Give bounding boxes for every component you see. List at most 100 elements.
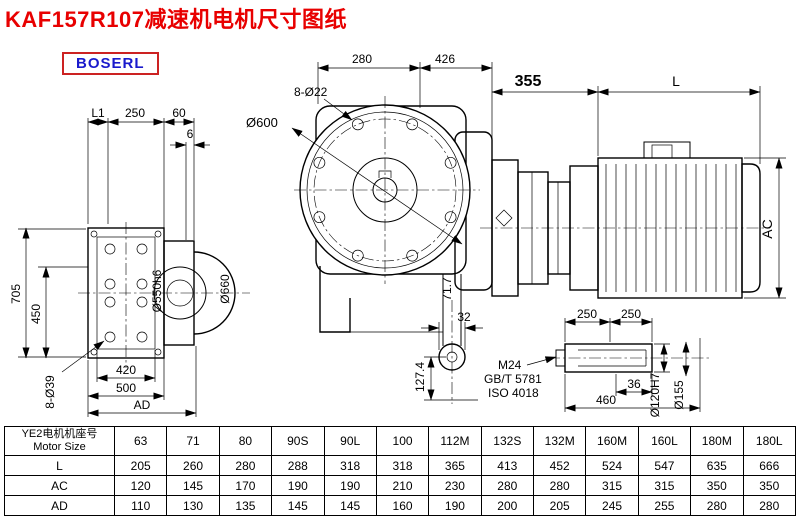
- thread-spec-m24: M24: [498, 358, 522, 372]
- cell: 190: [323, 475, 377, 496]
- dim-500: 500: [116, 381, 136, 395]
- cell: 666: [742, 455, 796, 476]
- col-header: 180L: [742, 426, 796, 456]
- cell: 315: [637, 475, 692, 496]
- dim-127-4: 127.4: [413, 362, 427, 392]
- col-header: 160L: [637, 426, 692, 456]
- cell: 190: [428, 495, 482, 516]
- front-view-dimensions: 280 426 8-Ø22 Ø600 32 127.4 71.7: [246, 52, 493, 401]
- cell: 280: [480, 475, 535, 496]
- dim-450: 450: [29, 304, 43, 324]
- dim-60: 60: [172, 106, 186, 120]
- cell: 135: [218, 495, 273, 516]
- cell: 452: [532, 455, 587, 476]
- col-header: 132M: [532, 426, 587, 456]
- dim-AC: AC: [759, 219, 775, 238]
- dim-8-holes-22: 8-Ø22: [294, 85, 328, 99]
- dim-250-front-face: 250: [125, 106, 145, 120]
- left-view: [78, 222, 250, 368]
- fan-cowl: [741, 163, 761, 293]
- dim-32: 32: [457, 310, 471, 324]
- row-label: AC: [4, 475, 115, 496]
- cell: 120: [113, 475, 168, 496]
- cell: 280: [218, 455, 273, 476]
- cell: 145: [166, 475, 220, 496]
- dim-355: 355: [515, 73, 542, 90]
- cell: 170: [218, 475, 273, 496]
- cell: 413: [480, 455, 535, 476]
- cell: 145: [323, 495, 377, 516]
- motor-view: [480, 141, 770, 299]
- cell: 245: [585, 495, 639, 516]
- dim-36: 36: [627, 377, 641, 391]
- cell: 145: [271, 495, 325, 516]
- col-header: 90S: [271, 426, 325, 456]
- motor-size-label-cn: YE2电机机座号: [21, 428, 98, 440]
- dim-71-7: 71.7: [440, 277, 454, 301]
- row-label: AD: [4, 495, 115, 516]
- cell: 210: [375, 475, 430, 496]
- dim-420: 420: [116, 363, 136, 377]
- cell: 200: [480, 495, 535, 516]
- dim-460: 460: [596, 393, 616, 407]
- technical-drawing: L1 250 60 6 705 450 420 500 AD 8-Ø39 Ø55…: [9, 52, 786, 417]
- cell: 280: [532, 475, 587, 496]
- cell: 190: [271, 475, 325, 496]
- table-row-AC: AC 120 145 170 190 190 210 230 280 280 3…: [4, 475, 796, 496]
- cell: 255: [637, 495, 692, 516]
- left-view-dimensions: L1 250 60 6 705 450 420 500 AD 8-Ø39 Ø55…: [9, 106, 232, 417]
- page-title: KAF157R107减速机电机尺寸图纸: [5, 7, 348, 32]
- dim-6: 6: [187, 127, 194, 141]
- dim-250-a: 250: [577, 307, 597, 321]
- cell: 350: [742, 475, 796, 496]
- cell: 288: [271, 455, 325, 476]
- table-corner-cell: YE2电机机座号 Motor Size: [4, 426, 115, 456]
- row-label: L: [4, 455, 115, 476]
- motor-dimensions: 355 L AC: [491, 73, 786, 299]
- cell: 350: [690, 475, 744, 496]
- dim-550h6: Ø550h6: [150, 269, 164, 312]
- cell: 280: [690, 495, 744, 516]
- col-header: 132S: [480, 426, 535, 456]
- cell: 365: [428, 455, 482, 476]
- motor-dimension-table: YE2电机机座号 Motor Size 63 71 80 90S 90L 100…: [4, 426, 796, 516]
- dim-250-b: 250: [621, 307, 641, 321]
- cell: 230: [428, 475, 482, 496]
- table-row-AD: AD 110 130 135 145 145 160 190 200 205 2…: [4, 495, 796, 516]
- cell: 280: [742, 495, 796, 516]
- dim-L1: L1: [91, 106, 105, 120]
- cell: 318: [323, 455, 377, 476]
- hollow-shaft-bore: [153, 266, 207, 320]
- standard-gbt-5781: GB/T 5781: [484, 372, 542, 386]
- cell: 205: [113, 455, 168, 476]
- table-header-row: YE2电机机座号 Motor Size 63 71 80 90S 90L 100…: [4, 426, 796, 456]
- dim-L: L: [672, 73, 680, 89]
- col-header: 80: [218, 426, 273, 456]
- table-row-L: L 205 260 280 288 318 318 365 413 452 52…: [4, 455, 796, 476]
- cell: 547: [637, 455, 692, 476]
- cell: 260: [166, 455, 220, 476]
- dim-705: 705: [9, 284, 23, 304]
- cell: 110: [113, 495, 168, 516]
- cell: 524: [585, 455, 639, 476]
- col-header: 112M: [428, 426, 482, 456]
- dim-600: Ø600: [246, 115, 278, 130]
- dim-280: 280: [352, 52, 372, 66]
- motor-size-label-en: Motor Size: [33, 441, 86, 453]
- col-header: 180M: [690, 426, 744, 456]
- cell: 315: [585, 475, 639, 496]
- col-header: 71: [166, 426, 220, 456]
- brand-logo: BOSERL: [62, 52, 159, 75]
- cell: 205: [532, 495, 587, 516]
- dim-AD: AD: [134, 398, 151, 412]
- shaft-detail: [548, 338, 712, 412]
- dim-155: Ø155: [672, 380, 686, 410]
- col-header: 160M: [585, 426, 639, 456]
- dim-660: Ø660: [218, 274, 232, 304]
- col-header: 63: [113, 426, 168, 456]
- cell: 635: [690, 455, 744, 476]
- dim-426: 426: [435, 52, 455, 66]
- cell: 318: [375, 455, 430, 476]
- cell: 130: [166, 495, 220, 516]
